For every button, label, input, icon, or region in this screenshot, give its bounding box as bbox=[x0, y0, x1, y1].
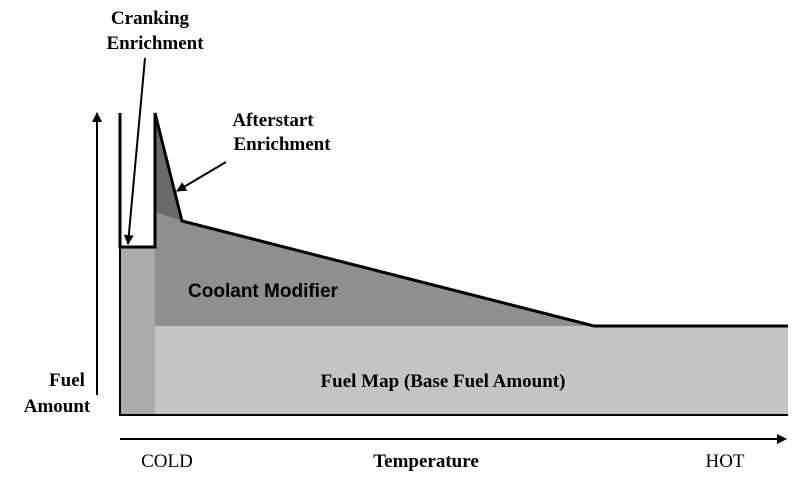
y-axis-label-line2: Amount bbox=[24, 396, 91, 417]
afterstart-callout-arrow bbox=[176, 161, 227, 192]
x-axis-title: Temperature bbox=[373, 451, 479, 472]
cranking-callout-arrow bbox=[123, 57, 146, 245]
fuel-map-label: Fuel Map (Base Fuel Amount) bbox=[321, 371, 566, 392]
x-axis-cold-label: COLD bbox=[141, 451, 193, 472]
coolant-modifier-region bbox=[155, 212, 594, 326]
x-axis-hot-label: HOT bbox=[705, 451, 744, 472]
afterstart-enrichment-label-line2: Enrichment bbox=[233, 134, 331, 155]
afterstart-enrichment-label-line1: Afterstart bbox=[232, 110, 314, 131]
cranking-enrichment-label-line1: Cranking bbox=[111, 8, 190, 29]
cranking-base-region bbox=[120, 247, 155, 415]
plot-border bbox=[119, 247, 788, 416]
coolant-modifier-label: Coolant Modifier bbox=[188, 281, 338, 302]
fuel-map-region bbox=[155, 326, 788, 415]
cranking-enrichment-label-line2: Enrichment bbox=[106, 33, 204, 54]
y-axis-label-line1: Fuel bbox=[49, 370, 85, 391]
